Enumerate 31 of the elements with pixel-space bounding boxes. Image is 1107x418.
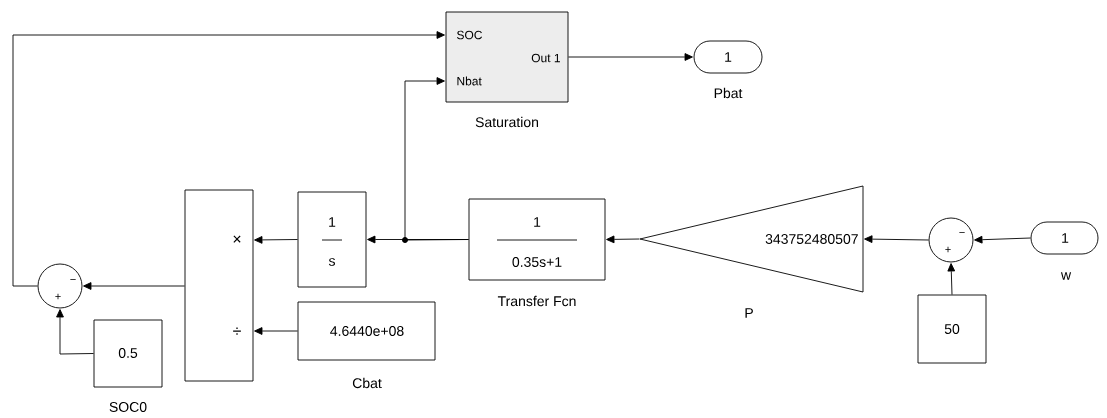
arrow [947,263,956,295]
gain-triangle: 343752480507 [639,185,864,293]
arrow [83,282,185,290]
arrow [606,235,640,244]
outport-block: 1 [693,40,763,74]
arrow [568,53,693,61]
integrator-block: 1 s [297,191,367,288]
node-label: Out 1 [531,53,560,63]
block-label: Pbat [714,87,743,99]
arrow [864,235,929,243]
block-label: Saturation [475,116,538,128]
transfer-function-block: 1 0.35s+1 [468,198,606,281]
block-label: P [745,308,753,318]
arrow [254,236,298,244]
arrow [404,77,469,241]
node-label: SOC [457,30,482,40]
block-label: Cbat [352,377,382,389]
constant-block: 0.5 [93,319,163,388]
constant-block: 4.6440e+08 [297,301,436,361]
arrow [974,235,1031,244]
arrow [56,309,94,355]
subsystem-block: SOC Out 1 Nbat [445,11,569,103]
constant-block: 50 [917,294,987,364]
inport-block: 1 [1030,221,1099,255]
block-label: SOC0 [109,402,147,412]
block-label: w [1060,272,1072,280]
block-label: Transfer Fcn [497,295,576,307]
node-label: Nbat [457,76,482,86]
arrow [12,31,445,287]
product-block: × ÷ [184,189,254,382]
arrow [254,327,298,335]
